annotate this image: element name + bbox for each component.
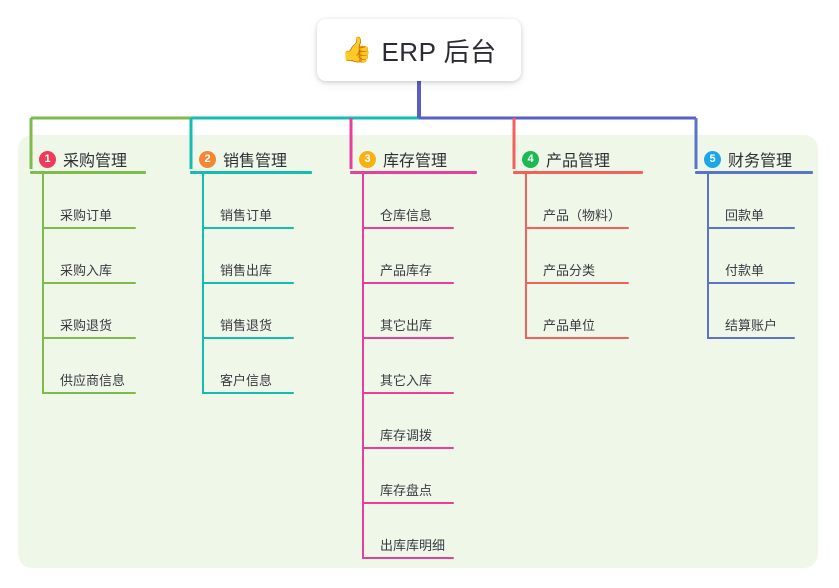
leaf-item-underline (362, 337, 454, 339)
leaf-item-underline (42, 282, 136, 284)
leaf-item-underline (362, 227, 454, 229)
leaf-item-underline (707, 227, 795, 229)
leaf-item-underline (707, 337, 795, 339)
leaf-item-label: 库存调拨 (380, 428, 433, 443)
leaf-item-underline (202, 392, 294, 394)
column-title: 库存管理 (383, 153, 448, 170)
leaf-item-label: 出库库明细 (380, 538, 446, 553)
leaf-item-label: 产品（物料） (543, 208, 622, 223)
column-number-badge: 1 (39, 150, 56, 168)
column-header-1[interactable]: 1 采购管理 (30, 144, 146, 174)
leaf-item-label: 产品分类 (543, 263, 596, 278)
column-items: 销售订单销售出库销售退货客户信息 (190, 174, 294, 394)
column-underline (30, 171, 146, 174)
leaf-item-label: 供应商信息 (60, 373, 126, 388)
root-node-title: ERP 后台 (381, 36, 497, 67)
leaf-item-underline (362, 447, 454, 449)
leaf-item-label: 产品单位 (543, 318, 596, 333)
column-header-2[interactable]: 2 销售管理 (190, 144, 312, 174)
leaf-item-underline (525, 227, 629, 229)
leaf-item-underline (362, 502, 454, 504)
column-采购管理: 1 采购管理采购订单采购入库采购退货供应商信息 (30, 144, 146, 394)
leaf-item-underline (362, 392, 454, 394)
leaf-item-underline (202, 282, 294, 284)
column-销售管理: 2 销售管理销售订单销售出库销售退货客户信息 (190, 144, 312, 394)
leaf-item-label: 付款单 (725, 263, 765, 278)
column-number-badge: 5 (704, 150, 721, 168)
column-title: 财务管理 (728, 153, 793, 170)
root-node[interactable]: 👍 ERP 后台 (317, 19, 521, 81)
leaf-item-label: 采购入库 (60, 263, 113, 278)
column-spine (362, 174, 364, 559)
column-财务管理: 5 财务管理回款单付款单结算账户 (695, 144, 813, 339)
column-header-3[interactable]: 3 库存管理 (350, 144, 477, 174)
leaf-item-label: 采购订单 (60, 208, 113, 223)
leaf-item-label: 客户信息 (220, 373, 273, 388)
leaf-item-underline (202, 227, 294, 229)
column-产品管理: 4 产品管理产品（物料） 产品分类产品单位 (513, 144, 643, 339)
column-spine (525, 174, 527, 339)
column-underline (695, 171, 813, 174)
leaf-item-underline (42, 227, 136, 229)
leaf-item-label: 回款单 (725, 208, 765, 223)
leaf-item-label: 销售出库 (220, 263, 273, 278)
leaf-item-underline (42, 337, 136, 339)
leaf-item-underline (525, 337, 629, 339)
leaf-item-label: 其它出库 (380, 318, 433, 333)
column-items: 回款单付款单结算账户 (695, 174, 795, 339)
column-spine (707, 174, 709, 339)
column-items: 产品（物料） 产品分类产品单位 (513, 174, 629, 339)
column-库存管理: 3 库存管理仓库信息产品库存其它出库其它入库库存调拨库存盘点出库库明细 (350, 144, 477, 559)
content-panel (18, 135, 818, 568)
thumbs-up-icon: 👍 (341, 35, 373, 64)
column-number-badge: 2 (199, 150, 216, 168)
leaf-item-underline (362, 557, 454, 559)
leaf-item-label: 结算账户 (725, 318, 778, 333)
leaf-item-underline (42, 392, 136, 394)
leaf-item-underline (362, 282, 454, 284)
leaf-item-label: 产品库存 (380, 263, 433, 278)
leaf-item-label: 仓库信息 (380, 208, 433, 223)
column-title: 销售管理 (223, 153, 288, 170)
column-number-badge: 3 (359, 150, 376, 168)
column-spine (42, 174, 44, 394)
leaf-item-underline (707, 282, 795, 284)
leaf-item-label: 销售退货 (220, 318, 273, 333)
column-underline (350, 171, 477, 174)
column-spine (202, 174, 204, 394)
root-node-content: 👍 ERP 后台 (341, 32, 496, 69)
column-title: 产品管理 (546, 153, 611, 170)
column-items: 仓库信息产品库存其它出库其它入库库存调拨库存盘点出库库明细 (350, 174, 454, 559)
column-items: 采购订单采购入库采购退货供应商信息 (30, 174, 136, 394)
column-title: 采购管理 (63, 153, 128, 170)
leaf-item-underline (525, 282, 629, 284)
column-underline (513, 171, 643, 174)
leaf-item-label: 销售订单 (220, 208, 273, 223)
column-header-4[interactable]: 4 产品管理 (513, 144, 643, 174)
leaf-item-label: 采购退货 (60, 318, 113, 333)
leaf-item-label: 其它入库 (380, 373, 433, 388)
leaf-item-label: 库存盘点 (380, 483, 433, 498)
column-underline (190, 171, 312, 174)
column-header-5[interactable]: 5 财务管理 (695, 144, 813, 174)
column-number-badge: 4 (522, 150, 539, 168)
leaf-item-underline (202, 337, 294, 339)
